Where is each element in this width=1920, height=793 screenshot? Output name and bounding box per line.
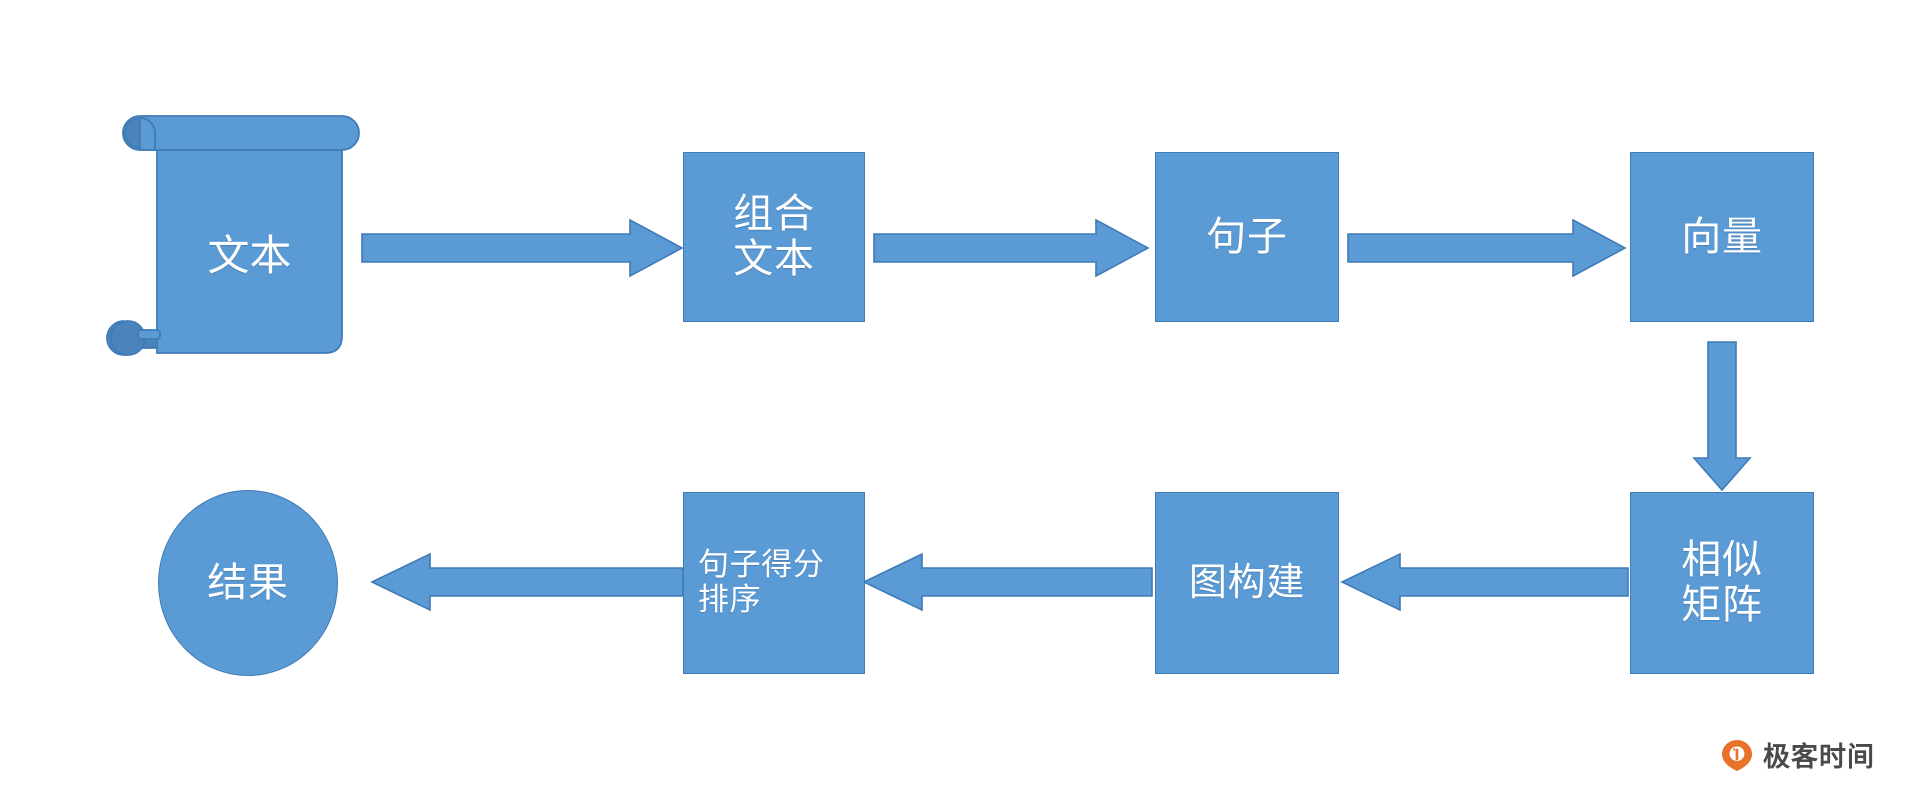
watermark-text: 极客时间 — [1763, 742, 1875, 773]
node-label-rank-line1: 句子得分 — [698, 547, 825, 583]
geekbang-q-logo-icon — [1720, 738, 1754, 772]
node-sentence[interactable]: 句子 — [1155, 152, 1339, 322]
node-sim-matrix[interactable]: 相似 矩阵 — [1630, 492, 1814, 674]
node-graph-build[interactable]: 图构建 — [1155, 492, 1339, 674]
edge-arrow-sentence-to-vector — [1347, 218, 1627, 278]
watermark: 极客时间 — [1720, 735, 1875, 774]
node-label-sim-matrix-line1: 相似 — [1681, 537, 1763, 583]
node-rank[interactable]: 句子得分 排序 — [683, 492, 865, 674]
node-result[interactable]: 结果 — [158, 490, 338, 676]
node-label-joined-text-line2: 文本 — [733, 236, 815, 281]
edge-arrow-joined-text-to-sentence — [873, 218, 1150, 278]
node-label-vector: 向量 — [1681, 213, 1763, 259]
node-label-text: 文本 — [207, 234, 292, 281]
edge-arrow-text-to-joined-text — [361, 218, 684, 278]
edge-arrow-graph-build-to-rank — [862, 552, 1153, 612]
node-vector[interactable]: 向量 — [1630, 152, 1814, 322]
node-label-rank-line2: 排序 — [698, 582, 762, 617]
edge-arrow-rank-to-result — [370, 552, 684, 612]
node-label-sim-matrix-line2: 矩阵 — [1681, 582, 1763, 627]
node-joined-text[interactable]: 组合 文本 — [683, 152, 865, 322]
node-label-graph-build: 图构建 — [1188, 561, 1306, 604]
node-shape-text-scroll: 文本 — [106, 115, 360, 356]
edge-arrow-vector-to-sim-matrix — [1692, 341, 1752, 492]
node-label-sentence: 句子 — [1206, 213, 1288, 259]
node-label-joined-text-line1: 组合 — [733, 191, 815, 237]
edge-arrow-sim-matrix-to-graph-build — [1340, 552, 1629, 612]
node-label-result-line1: 结果 — [207, 559, 289, 605]
